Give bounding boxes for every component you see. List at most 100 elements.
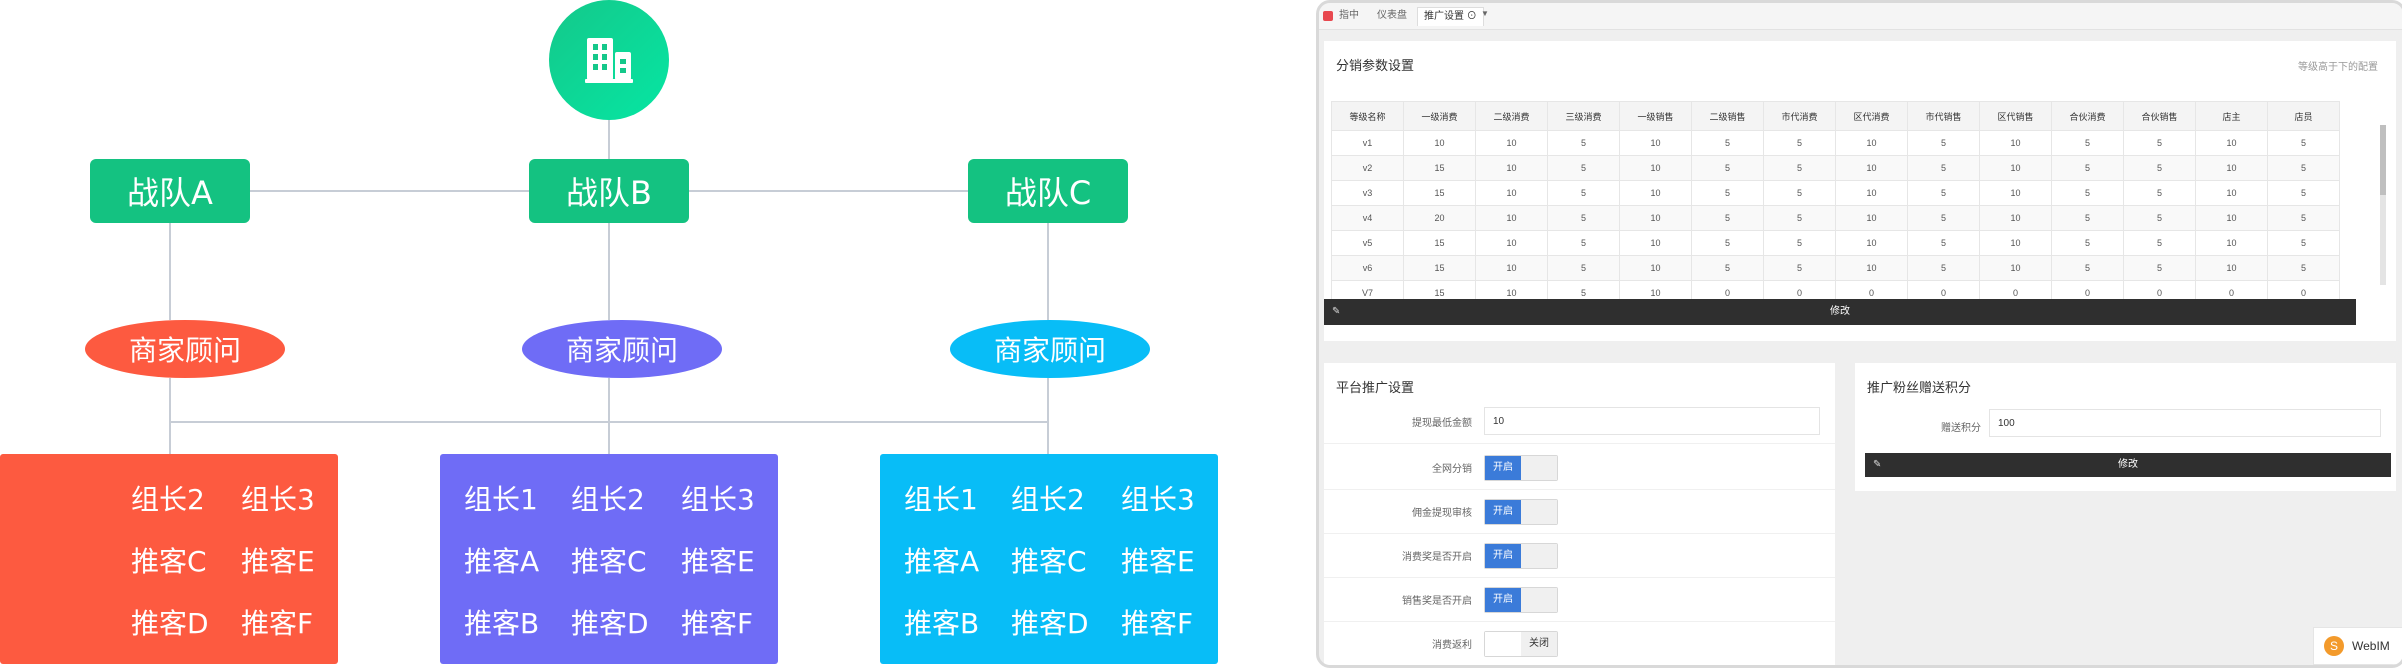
table-cell: 10 [2195, 230, 2268, 256]
toggle-off-label [1521, 588, 1557, 612]
table-cell: 10 [1619, 230, 1692, 256]
table-cell: v5 [1331, 230, 1404, 256]
webim-icon: S [2324, 636, 2344, 656]
column-header: 市代消费 [1763, 101, 1836, 131]
close-icon[interactable]: ⊙ [1466, 11, 1477, 22]
min-withdraw-input[interactable]: 10 [1484, 407, 1820, 435]
member-label: 推客F [241, 607, 314, 640]
table-cell: 10 [2195, 130, 2268, 156]
group-box-b: 组长1 组长2 组长3 推客A 推客C 推客E 推客B 推客D 推客F [440, 454, 778, 664]
table-cell: 5 [2123, 230, 2196, 256]
form-row-network-distribution: 全网分销 开启 [1324, 445, 1835, 490]
form-row-sales-reward: 销售奖是否开启 开启 [1324, 577, 1835, 622]
table-cell: 5 [2267, 130, 2340, 156]
connector-b-down [608, 378, 610, 454]
fans-edit-button[interactable]: ✎ 修改 [1865, 453, 2391, 477]
field-label: 消费返利 [1432, 640, 1472, 651]
table-cell: 10 [2195, 205, 2268, 231]
table-cell: v3 [1331, 180, 1404, 206]
form-row-min-withdraw: 提现最低金额 10 [1324, 399, 1835, 444]
panel-title: 推广粉丝赠送积分 [1867, 380, 1972, 395]
member-label: 推客D [131, 607, 209, 640]
platform-promotion-panel: 平台推广设置 提现最低金额 10 全网分销 开启 佣金提现审核 开启 消费奖是否… [1324, 363, 1835, 665]
table-cell: 5 [1763, 230, 1836, 256]
advisor-node-a: 商家顾问 [85, 320, 285, 378]
network-distribution-toggle[interactable]: 开启 [1484, 455, 1558, 481]
toggle-off-label [1521, 500, 1557, 524]
chevron-down-icon[interactable]: ▼ [1481, 9, 1489, 18]
table-cell: 10 [1979, 180, 2052, 206]
column-header: 一级销售 [1619, 101, 1692, 131]
table-cell: v6 [1331, 255, 1404, 281]
table-cell: 5 [1547, 230, 1620, 256]
table-cell: 5 [2123, 255, 2196, 281]
column-header: 合伙消费 [2051, 101, 2124, 131]
member-label: 推客A [904, 545, 980, 578]
advisor-node-b: 商家顾问 [522, 320, 722, 378]
commission-review-toggle[interactable]: 开启 [1484, 499, 1558, 525]
team-label: 战队C [1004, 174, 1092, 212]
params-edit-button[interactable]: ✎ 修改 [1324, 299, 2356, 325]
table-cell: 5 [1907, 230, 1980, 256]
table-cell: 5 [1763, 205, 1836, 231]
table-cell: 5 [1691, 180, 1764, 206]
table-cell: 5 [2123, 205, 2196, 231]
field-label: 全网分销 [1432, 464, 1472, 475]
panel-title: 平台推广设置 [1336, 380, 1415, 395]
connector-group-row [169, 421, 1049, 423]
member-label: 组长2 [1011, 483, 1085, 516]
consumption-reward-toggle[interactable]: 开启 [1484, 543, 1558, 569]
toggle-off-label [1521, 544, 1557, 568]
field-label: 赠送积分 [1941, 423, 1981, 434]
group-box-c: 组长1 组长2 组长3 推客A 推客C 推客E 推客B 推客D 推客F [880, 454, 1218, 664]
sales-reward-toggle[interactable]: 开启 [1484, 587, 1558, 613]
table-cell: 5 [1691, 205, 1764, 231]
pencil-icon: ✎ [1332, 306, 1341, 317]
column-header: 二级消费 [1475, 101, 1548, 131]
group-box-a: 组长2 组长3 推客C 推客E 推客D 推客F [0, 454, 338, 664]
tab-dashboard[interactable]: 仪表盘 [1377, 10, 1407, 21]
team-node-c: 战队C [968, 159, 1128, 223]
connector-a-down [169, 378, 171, 454]
column-header: 合伙销售 [2123, 101, 2196, 131]
table-cell: 10 [1835, 130, 1908, 156]
column-header: 三级消费 [1547, 101, 1620, 131]
member-label: 推客C [571, 545, 647, 578]
advisor-label: 商家顾问 [993, 334, 1106, 367]
consumption-rebate-toggle[interactable]: 关闭 [1484, 631, 1558, 657]
column-header: 店主 [2195, 101, 2268, 131]
table-cell: 5 [2051, 255, 2124, 281]
table-cell: 5 [1691, 255, 1764, 281]
table-cell: 15 [1403, 180, 1476, 206]
connector-b-advisor [608, 223, 610, 320]
table-cell: 5 [2051, 230, 2124, 256]
gift-points-input[interactable]: 100 [1989, 409, 2381, 437]
webim-widget[interactable]: S WebIM [2313, 627, 2402, 665]
table-cell: 10 [1619, 205, 1692, 231]
member-label: 推客A [464, 545, 540, 578]
table-cell: 5 [1547, 180, 1620, 206]
advisor-label: 商家顾问 [565, 334, 678, 367]
admin-window: 指中 仪表盘 推广设置 ⊙ ▼ 分销参数设置 等级高于下的配置 等级名称一级消费… [1316, 0, 2402, 668]
member-label: 推客E [241, 545, 315, 578]
member-label: 组长2 [131, 483, 205, 516]
table-cell: 10 [1835, 205, 1908, 231]
table-cell: v4 [1331, 205, 1404, 231]
column-header: 区代销售 [1979, 101, 2052, 131]
table-scrollbar[interactable] [2380, 125, 2386, 285]
member-label: 组长1 [464, 483, 538, 516]
table-cell: 10 [2195, 255, 2268, 281]
table-cell: 10 [1619, 180, 1692, 206]
table-cell: 10 [1835, 155, 1908, 181]
member-label: 推客C [1011, 545, 1087, 578]
table-cell: 5 [2123, 130, 2196, 156]
toggle-on-label: 开启 [1485, 544, 1521, 568]
tab-home[interactable]: 指中 [1339, 10, 1359, 21]
table-cell: 5 [1907, 130, 1980, 156]
table-cell: 20 [1403, 205, 1476, 231]
fans-points-panel: 推广粉丝赠送积分 赠送积分 100 ✎ 修改 [1855, 363, 2396, 491]
tab-promotion-settings[interactable]: 推广设置 ⊙ [1417, 7, 1484, 26]
